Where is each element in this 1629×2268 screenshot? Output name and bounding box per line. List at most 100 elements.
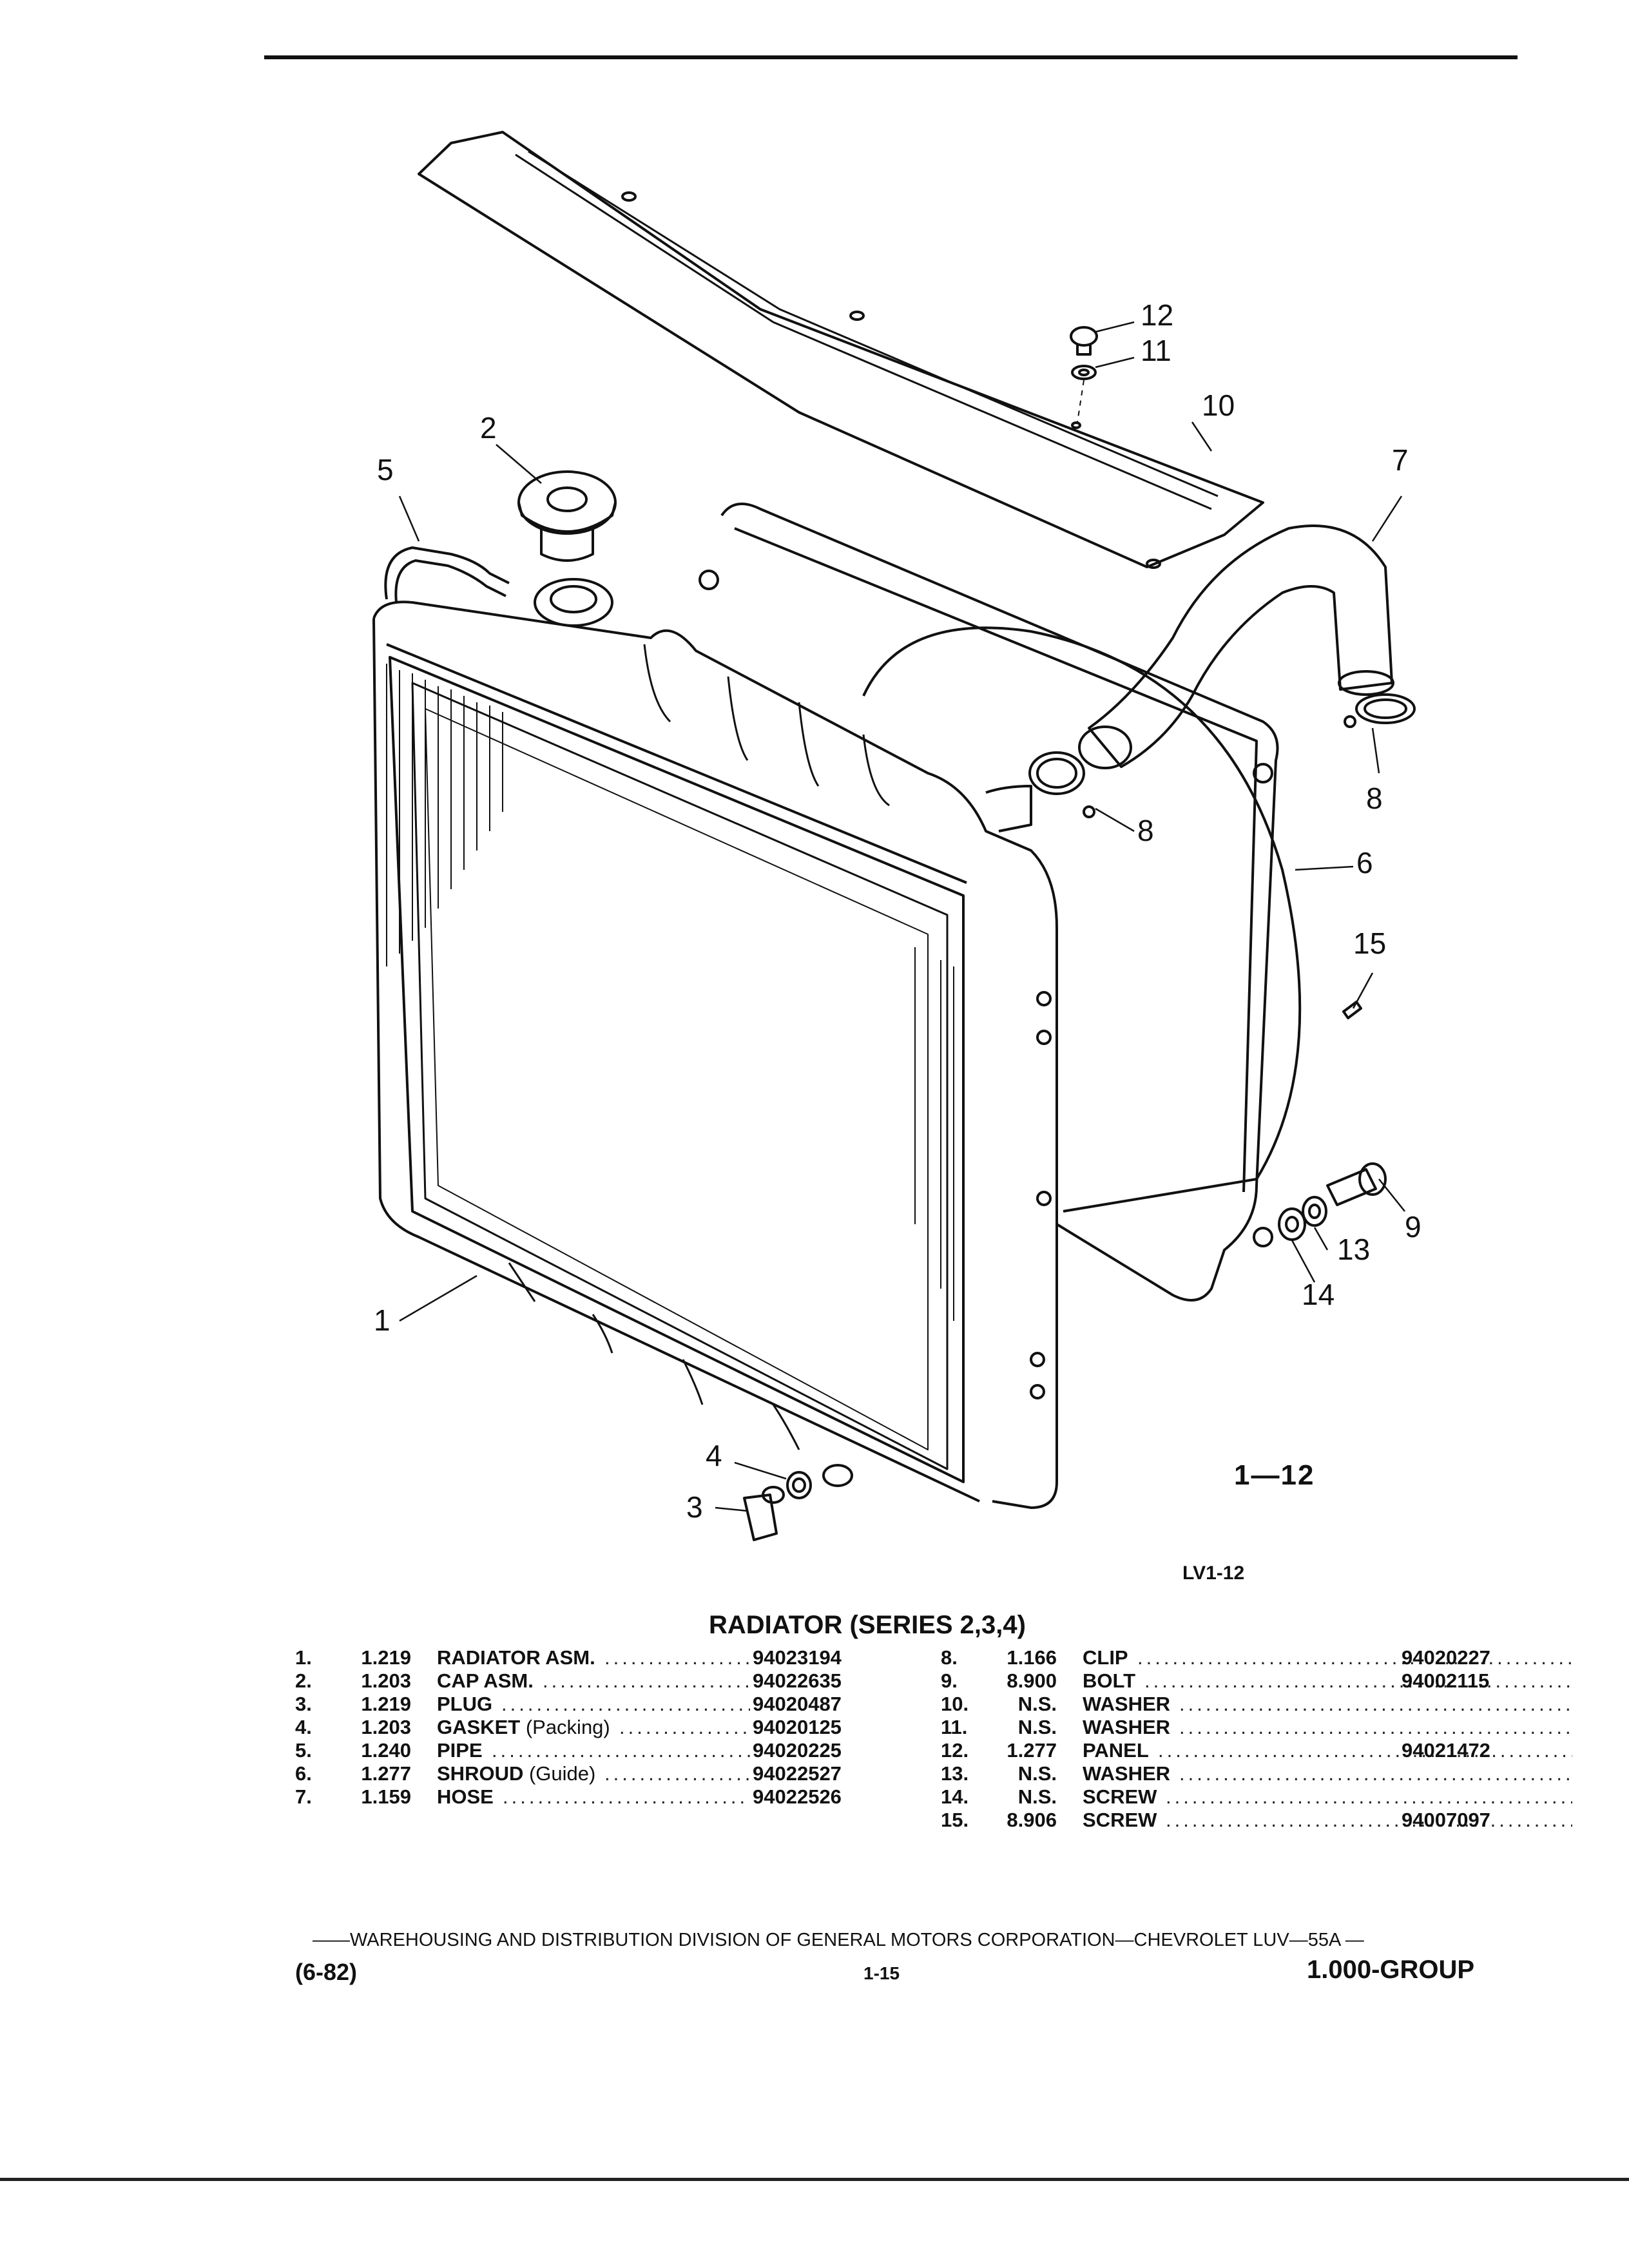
callout-1: 1 — [374, 1303, 390, 1337]
item-code: 1.277 — [361, 1762, 411, 1785]
item-note: (Guide) — [528, 1762, 596, 1785]
item-part-number: 94002115 — [1402, 1669, 1490, 1692]
callout-11: 14 — [1302, 1278, 1335, 1311]
item-part-number: 94022635 — [753, 1669, 842, 1692]
footer-page-number: 1-15 — [863, 1963, 900, 1983]
dot-leader: ........................................… — [1137, 1646, 1572, 1669]
dot-leader: ........................................… — [1166, 1809, 1572, 1831]
item-number: 3. — [295, 1693, 312, 1715]
item-name: WASHER — [1083, 1762, 1170, 1785]
callout-13: 11 — [1141, 334, 1171, 367]
item-code: 8.906 — [1007, 1809, 1057, 1831]
callout-7: 7 — [1392, 443, 1409, 477]
callout-4: 4 — [706, 1439, 722, 1472]
item-name: PLUG — [437, 1693, 492, 1716]
callout-8a: 8 — [1137, 814, 1154, 847]
item-name: SHROUD (Guide) — [437, 1762, 595, 1785]
callout-12: 10 — [1202, 389, 1235, 422]
item-code: N.S. — [1017, 1693, 1057, 1715]
dot-leader: ........................................… — [492, 1739, 750, 1762]
bottom-rule — [0, 2178, 1629, 2181]
item-name-text: SCREW — [1083, 1809, 1157, 1831]
item-name-text: CLIP — [1083, 1646, 1128, 1669]
leader-lines — [398, 321, 1405, 1512]
item-name: PANEL — [1083, 1739, 1149, 1762]
dot-leader: ....................... — [619, 1716, 750, 1738]
item-code: 1.277 — [1007, 1739, 1057, 1762]
item-note: (Packing) — [525, 1716, 610, 1738]
footer-publisher-line: ——WAREHOUSING AND DISTRIBUTION DIVISION … — [313, 1930, 1364, 1950]
item-number: 6. — [295, 1762, 312, 1785]
item-code: N.S. — [1017, 1785, 1057, 1808]
item-name: CAP ASM. — [437, 1669, 534, 1693]
item-name: SCREW — [1083, 1809, 1157, 1832]
dot-leader: ........................................… — [1158, 1739, 1572, 1762]
item-number: 4. — [295, 1716, 312, 1738]
item-name: GASKET (Packing) — [437, 1716, 610, 1739]
dot-leader: ........................................… — [503, 1785, 750, 1808]
item-part-number: 94020227 — [1402, 1646, 1490, 1669]
screw-washer-part — [1070, 326, 1098, 429]
item-name-text: PANEL — [1083, 1739, 1149, 1762]
item-number: 12. — [941, 1739, 969, 1762]
figure-label: 1—12 — [1234, 1459, 1315, 1491]
item-name: WASHER — [1083, 1693, 1170, 1716]
shroud-part — [699, 503, 1302, 1302]
dot-leader: ........................................… — [501, 1693, 750, 1715]
item-name: BOLT — [1083, 1669, 1135, 1693]
callout-9: 9 — [1405, 1210, 1422, 1244]
item-name-text: GASKET — [437, 1716, 521, 1738]
item-number: 15. — [941, 1809, 969, 1831]
parts-list-title: RADIATOR (SERIES 2,3,4) — [709, 1611, 1026, 1639]
item-number: 5. — [295, 1739, 312, 1762]
item-name-text: RADIATOR ASM. — [437, 1646, 595, 1669]
dot-leader: .......................... — [604, 1646, 750, 1669]
item-code: 8.900 — [1007, 1669, 1057, 1692]
item-name-text: WASHER — [1083, 1693, 1171, 1715]
item-part-number: 94020225 — [753, 1739, 842, 1762]
top-rule — [264, 55, 1518, 59]
callout-15: 15 — [1353, 927, 1386, 960]
clip-parts — [1028, 693, 1416, 818]
item-number: 9. — [941, 1669, 958, 1692]
hose-part — [1078, 524, 1394, 769]
dot-leader: ........................................… — [1144, 1669, 1572, 1692]
callout-3: 3 — [686, 1490, 703, 1524]
bolt-washers-part — [1278, 1162, 1387, 1241]
callout-5: 5 — [377, 453, 394, 486]
item-part-number: 94022526 — [753, 1785, 842, 1808]
item-name-text: PIPE — [437, 1739, 483, 1762]
callout-10: 13 — [1337, 1233, 1370, 1266]
item-name-text: WASHER — [1083, 1716, 1171, 1738]
item-name-text: WASHER — [1083, 1762, 1171, 1785]
item-part-number: 94023194 — [753, 1646, 842, 1669]
dot-leader: ........................................… — [1179, 1693, 1572, 1715]
item-code: 1.159 — [361, 1785, 411, 1808]
item-name: HOSE — [437, 1785, 494, 1809]
figure-code: LV1-12 — [1182, 1562, 1245, 1584]
item-code: N.S. — [1017, 1762, 1057, 1785]
cap-part — [517, 470, 617, 562]
dot-leader: ........................................… — [1166, 1785, 1572, 1808]
item-part-number: 94007097 — [1402, 1809, 1490, 1831]
callout-6: 6 — [1356, 846, 1373, 879]
callout-8b: 8 — [1366, 782, 1383, 815]
item-name-text: SCREW — [1083, 1785, 1157, 1808]
item-name: CLIP — [1083, 1646, 1128, 1669]
dot-leader: ........................................… — [1179, 1716, 1572, 1738]
callout-14: 12 — [1141, 298, 1173, 332]
item-name-text: HOSE — [437, 1785, 494, 1808]
item-name: WASHER — [1083, 1716, 1170, 1739]
dot-leader: ........................................… — [1179, 1762, 1572, 1785]
exploded-view-illustration: 12 11 10 2 5 7 8 8 6 15 9 13 14 1 4 3 — [372, 131, 1422, 1541]
callout-2: 2 — [480, 411, 497, 445]
item-code: 1.203 — [361, 1716, 411, 1738]
item-code: N.S. — [1017, 1716, 1057, 1738]
item-part-number: 94021472 — [1402, 1739, 1490, 1762]
item-code: 1.219 — [361, 1693, 411, 1715]
item-name-text: BOLT — [1083, 1669, 1136, 1692]
item-code: 1.219 — [361, 1646, 411, 1669]
item-name-text: PLUG — [437, 1693, 493, 1715]
item-name-text: SHROUD — [437, 1762, 524, 1785]
item-name: RADIATOR ASM. — [437, 1646, 595, 1669]
